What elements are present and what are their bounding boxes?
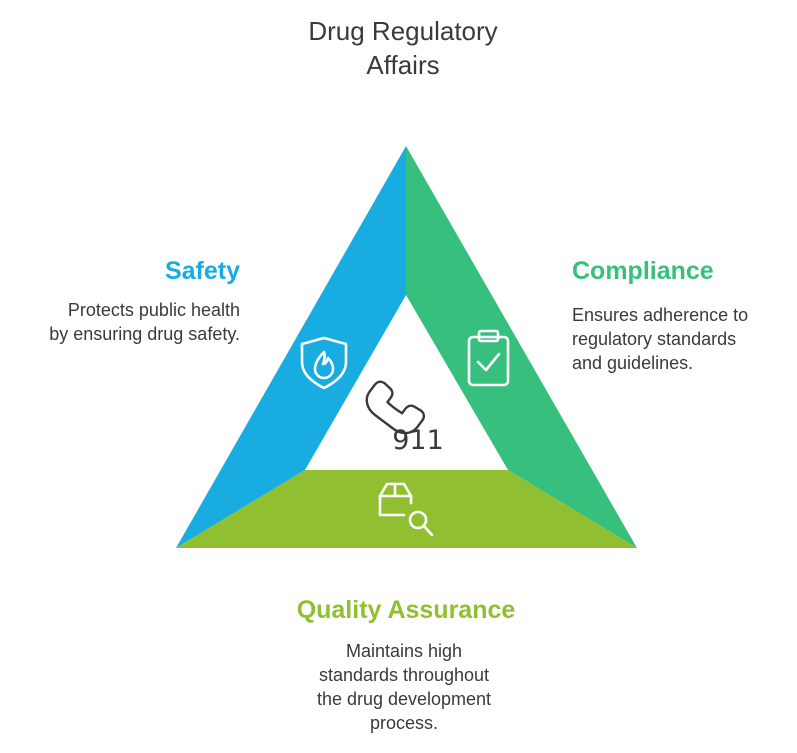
clipboard-check-icon [467, 329, 510, 387]
compliance-description: Ensures adherence to regulatory standard… [572, 303, 748, 375]
quality-assurance-heading: Quality Assurance [296, 596, 516, 624]
qa-desc-line-3: the drug development [316, 689, 492, 709]
package-search-icon [378, 482, 434, 537]
safety-desc-line-2: by ensuring drug safety. [49, 324, 240, 344]
compliance-desc-line-3: and guidelines. [572, 353, 694, 373]
qa-desc-line-4: process. [369, 713, 439, 733]
phone-icon [365, 380, 426, 435]
quality-assurance-description: Maintains high standards throughout the … [204, 639, 604, 735]
qa-desc-line-1: Maintains high [345, 641, 463, 661]
compliance-desc-line-1: Ensures adherence to [572, 305, 749, 325]
safety-segment [176, 146, 406, 548]
shield-flame-icon [300, 336, 348, 390]
compliance-segment [406, 146, 637, 548]
center-number: 911 [392, 425, 444, 456]
compliance-heading: Compliance [572, 257, 714, 285]
title-line-1: Drug Regulatory [308, 16, 498, 46]
safety-description: Protects public health by ensuring drug … [49, 298, 240, 346]
compliance-desc-line-2: regulatory standards [572, 329, 737, 349]
qa-desc-line-2: standards throughout [318, 665, 490, 685]
title-line-2: Affairs [366, 50, 440, 80]
safety-heading: Safety [164, 257, 240, 285]
safety-desc-line-1: Protects public health [67, 300, 240, 320]
diagram-title: Drug Regulatory Affairs [248, 14, 558, 82]
quality-segment [176, 470, 637, 548]
